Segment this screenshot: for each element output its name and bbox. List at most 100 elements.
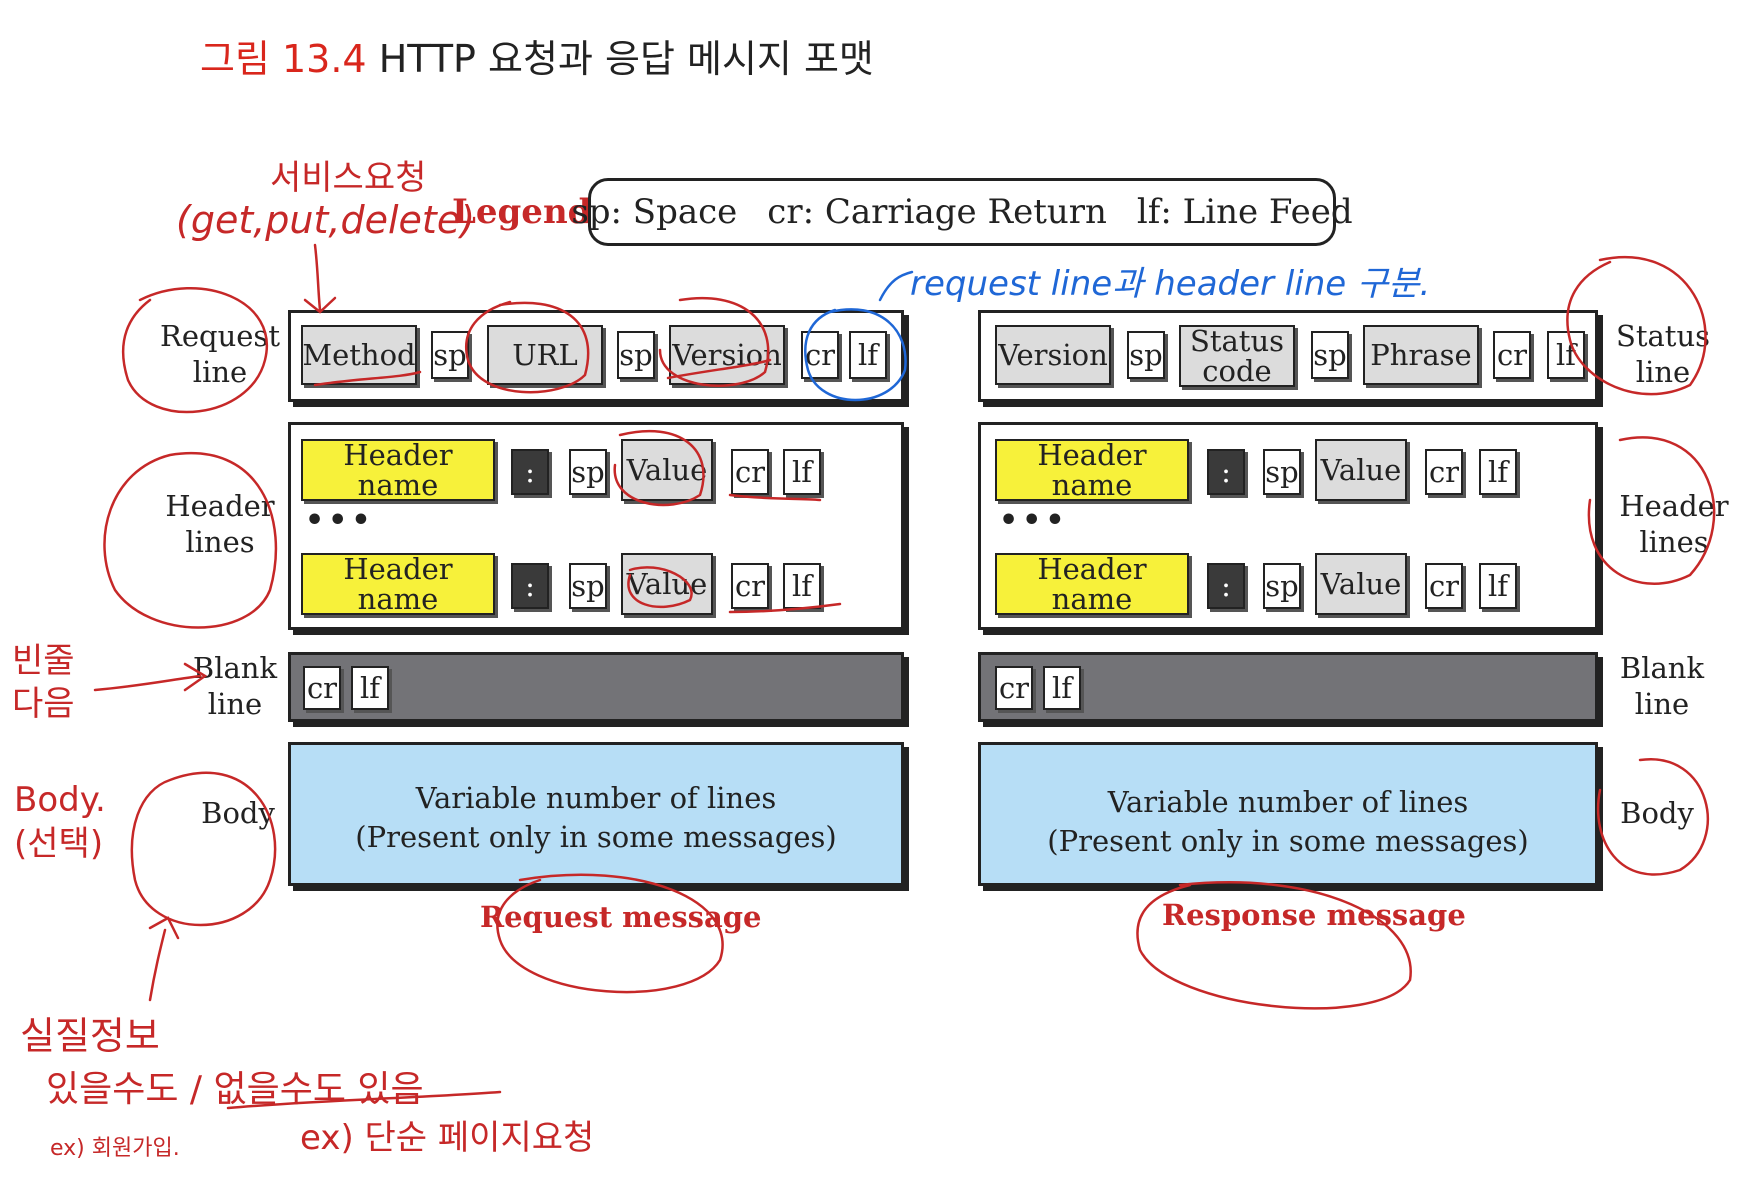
body-line-2: (Present only in some messages) — [355, 820, 837, 854]
note-request-header: request line과 header line 구분. — [910, 264, 1431, 304]
field-cr: cr — [801, 331, 839, 379]
ink-arrow — [183, 662, 208, 692]
colon-box: : — [511, 563, 549, 609]
lf-box: lf — [783, 449, 821, 495]
value-box: Value — [621, 439, 713, 501]
field-sp: sp — [617, 331, 655, 379]
note-service-request: 서비스요청 — [270, 158, 427, 198]
ink-underline — [728, 493, 822, 502]
lf-box: lf — [1479, 449, 1517, 495]
header-name-box: Header name — [301, 439, 495, 501]
ink-circle — [804, 308, 907, 402]
ink-arrow — [313, 243, 322, 312]
ink-underline — [313, 370, 422, 387]
note-example-signup: ex) 회원가입. — [50, 1136, 180, 1161]
legend-word: Legend — [452, 192, 592, 232]
colon-box: : — [1207, 449, 1245, 495]
note-real-info: 실질정보 — [20, 1014, 160, 1058]
ink-arrow — [878, 270, 914, 302]
body-line-1: Variable number of lines — [415, 781, 777, 815]
figure-title-text: HTTP 요청과 응답 메시지 포맷 — [378, 37, 874, 81]
sp-box: sp — [1263, 563, 1301, 609]
value-box: Value — [1315, 439, 1407, 501]
note-may-or-not: 있을수도 / 없을수도 있음 — [46, 1069, 424, 1110]
legend-cr: cr: Carriage Return — [767, 192, 1107, 232]
body-line-1: Variable number of lines — [1107, 785, 1469, 819]
body-line-2: (Present only in some messages) — [1047, 824, 1529, 858]
ink-circle — [465, 300, 590, 394]
value-box: Value — [1315, 553, 1407, 615]
field-sp: sp — [431, 331, 469, 379]
ink-arrow — [93, 674, 202, 692]
request-blank-panel: cr lf — [288, 652, 904, 722]
note-body-optional: Body. (선택) — [14, 780, 106, 865]
response-header-panel: Header name : sp Value cr lf ••• Header … — [978, 422, 1598, 630]
sp-box: sp — [569, 563, 607, 609]
cr-box: cr — [731, 563, 769, 609]
header-name-box: Header name — [995, 553, 1189, 615]
figure-number: 그림 13.4 — [200, 37, 367, 81]
label-header-lines: Header lines — [165, 489, 275, 560]
response-blank-panel: cr lf — [978, 652, 1598, 722]
request-line-panel: Method sp URL sp Version cr lf — [288, 310, 904, 402]
value-box: Value — [621, 553, 713, 615]
lf-box: lf — [1043, 666, 1081, 710]
colon-box: : — [1207, 563, 1245, 609]
cr-box: cr — [303, 666, 341, 710]
colon-box: : — [511, 449, 549, 495]
ink-arrow — [303, 296, 337, 314]
ink-arrow — [148, 916, 180, 940]
label-blank-line: Blank line — [192, 651, 278, 722]
lf-box: lf — [1479, 563, 1517, 609]
response-message-caption: Response message — [1162, 898, 1466, 932]
ink-circle — [613, 429, 705, 507]
cr-box: cr — [1425, 449, 1463, 495]
ink-circle — [121, 286, 269, 414]
note-example-simple-page: ex) 단순 페이지요청 — [300, 1118, 595, 1158]
request-message-caption: Request message — [480, 900, 762, 934]
cr-box: cr — [1425, 563, 1463, 609]
field-url: URL — [487, 325, 603, 385]
ink-circle — [658, 296, 770, 387]
sp-box: sp — [1263, 449, 1301, 495]
cr-box: cr — [995, 666, 1033, 710]
field-version: Version — [995, 325, 1111, 385]
field-status-code: Status code — [1179, 325, 1295, 387]
ink-circle — [1566, 256, 1707, 396]
label-body: Body — [1620, 796, 1694, 830]
ink-circle — [1587, 436, 1716, 585]
header-name-box: Header name — [995, 439, 1189, 501]
response-body-panel: Variable number of lines (Present only i… — [978, 742, 1598, 886]
header-name-box: Header name — [301, 553, 495, 615]
sp-box: sp — [569, 449, 607, 495]
field-lf: lf — [849, 331, 887, 379]
ink-circle — [627, 566, 693, 609]
lf-box: lf — [783, 563, 821, 609]
label-request-line: Request line — [160, 319, 280, 390]
ellipsis-dots: ••• — [305, 503, 375, 538]
ink-circle — [103, 452, 278, 629]
ink-circle — [1136, 881, 1412, 1010]
field-cr: cr — [1493, 331, 1531, 379]
ink-arrow — [148, 928, 167, 1002]
label-header-lines: Header lines — [1619, 489, 1729, 560]
cr-box: cr — [731, 449, 769, 495]
figure-title: 그림 13.4 HTTP 요청과 응답 메시지 포맷 — [200, 28, 874, 83]
field-sp: sp — [1311, 331, 1349, 379]
request-body-panel: Variable number of lines (Present only i… — [288, 742, 904, 886]
ink-underline — [226, 1090, 502, 1110]
legend-sp: sp: Space — [571, 192, 738, 232]
ink-circle — [1596, 758, 1709, 876]
ellipsis-dots: ••• — [999, 503, 1069, 538]
note-blank-next: 빈줄 다음 — [12, 641, 75, 724]
legend-lf: lf: Line Feed — [1136, 192, 1353, 232]
status-line-panel: Version sp Status code sp Phrase cr lf — [978, 310, 1598, 402]
ink-circle — [130, 771, 277, 927]
label-status-line: Status line — [1615, 319, 1711, 390]
field-sp: sp — [1127, 331, 1165, 379]
request-header-panel: Header name : sp Value cr lf ••• Header … — [288, 422, 904, 630]
field-phrase: Phrase — [1363, 325, 1479, 385]
ink-underline — [728, 602, 842, 614]
legend-box: sp: Space cr: Carriage Return lf: Line F… — [571, 178, 1353, 246]
